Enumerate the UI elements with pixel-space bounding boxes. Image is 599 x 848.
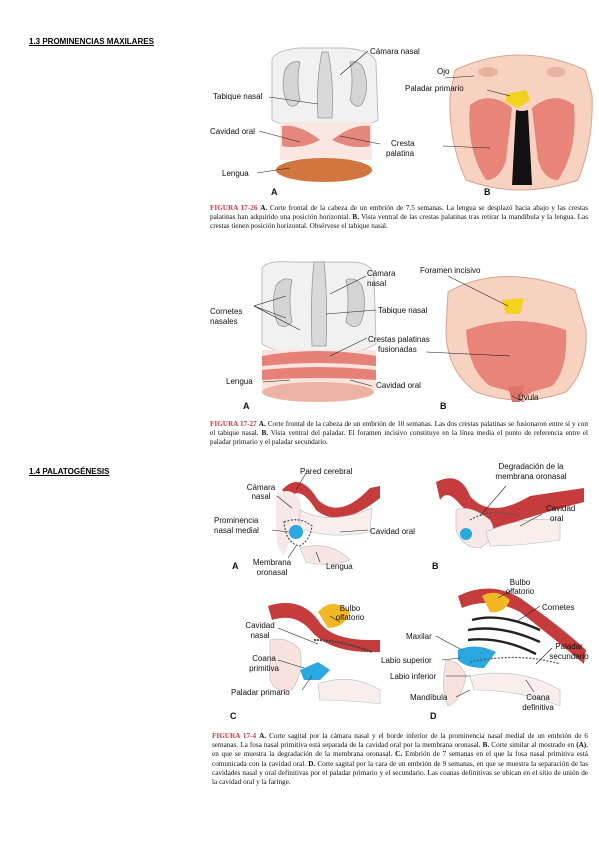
label-definitiva: definitiva [522, 703, 554, 712]
label-nasal-a: nasal [251, 492, 271, 501]
caption-part-b-2: B. [261, 429, 269, 438]
label-nasal-medial: nasal medial [214, 526, 259, 535]
label-membrana-oronasal: membrana oronasal [495, 472, 567, 481]
label-secundario: secundario [549, 652, 589, 661]
caption-part-a: A. [260, 204, 268, 212]
label-nasal: nasal [367, 279, 387, 288]
label-cornetes: Cornetes [210, 307, 243, 316]
caption-text-b: Vista ventral de las crestas palatinas t… [210, 213, 588, 231]
caption-17-4: FIGURA 17-4 A. Corte sagital por la cáma… [212, 732, 588, 787]
figure-17-26-a-drawing [256, 47, 593, 191]
panel-letter-b-2: B [440, 401, 447, 411]
label-foramen-incisivo: Foramen incisivo [420, 266, 481, 275]
caption-text-a-3: Corte sagital por la cámara nasal y el b… [212, 732, 588, 750]
label-cavidad-c: Cavidad [245, 621, 275, 630]
panel-letter-a: A [271, 187, 278, 197]
label-pared-cerebral: Pared cerebral [300, 467, 353, 476]
caption-part-d: D. [308, 759, 316, 768]
label-tabique-nasal-2: Tabique nasal [378, 306, 428, 315]
label-labio-superior: Labio superior [381, 656, 432, 665]
label-crestas-palatinas: Crestas palatinas [368, 335, 430, 344]
label-paladar-d: Paladar [555, 642, 583, 651]
label-maxilar: Maxilar [406, 632, 432, 641]
label-nasales: nasales [210, 317, 238, 326]
label-oral-b: oral [550, 514, 564, 523]
caption-part-c: C. [395, 750, 403, 759]
caption-figure-number-2: FIGURA 17-27 [210, 420, 257, 428]
label-camara: Cámara [367, 269, 396, 278]
section-heading-prominencias: 1.3 PROMINENCIAS MAXILARES [29, 37, 154, 46]
label-paladar-primario-c: Paladar primario [231, 688, 290, 697]
panel-letter-b: B [484, 187, 491, 197]
label-cavidad-b: Cavidad [546, 504, 576, 513]
label-ojo: Ojo [437, 67, 450, 76]
panel-letter-d: D [430, 711, 437, 721]
caption-figure-number: FIGURA 17-26 [210, 204, 258, 212]
panel-letter-a-3: A [232, 561, 239, 571]
figure-17-27-drawing [253, 261, 587, 403]
label-oronasal: oronasal [256, 568, 288, 577]
caption-text-b2: , en que se muestra la degradación de la… [212, 741, 588, 759]
label-cavidad-oral-2: Cavidad oral [376, 381, 421, 390]
label-bulbo-d: Bulbo [509, 578, 531, 587]
panel-letter-c: C [230, 711, 237, 721]
label-lengua-a: Lengua [326, 562, 353, 571]
label-mandibula: Mandíbula [410, 693, 448, 702]
caption-17-27: FIGURA 17-27 A. Corte frontal de la cabe… [210, 420, 588, 448]
label-coana: Coana [252, 654, 276, 663]
label-olfatorio-c: olfatorio [335, 613, 365, 622]
label-primitiva: primitiva [249, 664, 279, 673]
caption-text-a-2: Corte frontal de la cabeza de un embrión… [210, 420, 588, 438]
caption-text-a: Corte frontal de la cabeza de un embrión… [210, 204, 588, 222]
label-cornetes-d: Cornetes [542, 603, 575, 612]
label-coana-d: Coana [526, 693, 550, 702]
label-prominencia: Prominencia [214, 516, 259, 525]
caption-part-a-3: A. [259, 732, 267, 740]
label-lengua-2: Lengua [226, 377, 253, 386]
caption-text-c: Embrión de 7 semanas en el que la fosa n… [212, 750, 588, 768]
label-nasal-c: nasal [250, 631, 270, 640]
panel-letter-b-3: B [432, 561, 439, 571]
caption-part-b-3: B. [482, 741, 490, 750]
panel-letter-a-2: A [243, 401, 250, 411]
label-cavidad-oral-a: Cavidad oral [370, 527, 415, 536]
caption-part-a-2: A. [258, 420, 266, 428]
caption-ref-a: (A) [576, 741, 587, 750]
caption-part-b: B. [352, 213, 360, 222]
figure-17-27: Cámara nasal Cornetes nasales Tabique na… [210, 261, 588, 448]
label-bulbo-c: Bulbo [339, 604, 361, 613]
label-palatina: palatina [386, 149, 415, 158]
label-cresta: Cresta [391, 139, 415, 148]
label-camara-a: Cámara [246, 483, 276, 492]
label-membrana: Membrana [252, 558, 292, 567]
section-heading-palatogenesis: 1.4 PALATOGÉNESIS [29, 467, 110, 476]
label-olfatorio-d: olfatorio [505, 587, 535, 596]
label-paladar-primario: Paladar primario [405, 84, 464, 93]
caption-text-b-3: Corte similar al mostrado en [489, 741, 577, 750]
label-degradacion: Degradación de la [498, 462, 564, 471]
caption-17-26: FIGURA 17-26 A. Corte frontal de la cabe… [210, 204, 588, 232]
label-lengua: Lengua [222, 169, 249, 178]
caption-figure-number-3: FIGURA 17-4 [212, 732, 257, 740]
label-camara-nasal: Cámara nasal [370, 47, 420, 56]
label-tabique-nasal: Tabique nasal [213, 92, 263, 101]
label-fusionadas: fusionadas [378, 345, 417, 354]
caption-text-d: Corte sagital por la cara de un embrión … [212, 759, 589, 787]
label-labio-inferior: Labio inferior [390, 672, 437, 681]
caption-text-b-2: Vista ventral del paladar. El foramen in… [210, 429, 588, 447]
label-cavidad-oral: Cavidad oral [210, 127, 255, 136]
figure-17-26: Cámara nasal Tabique nasal Cavidad oral … [0, 0, 599, 250]
label-uvula: Úvula [518, 393, 539, 402]
